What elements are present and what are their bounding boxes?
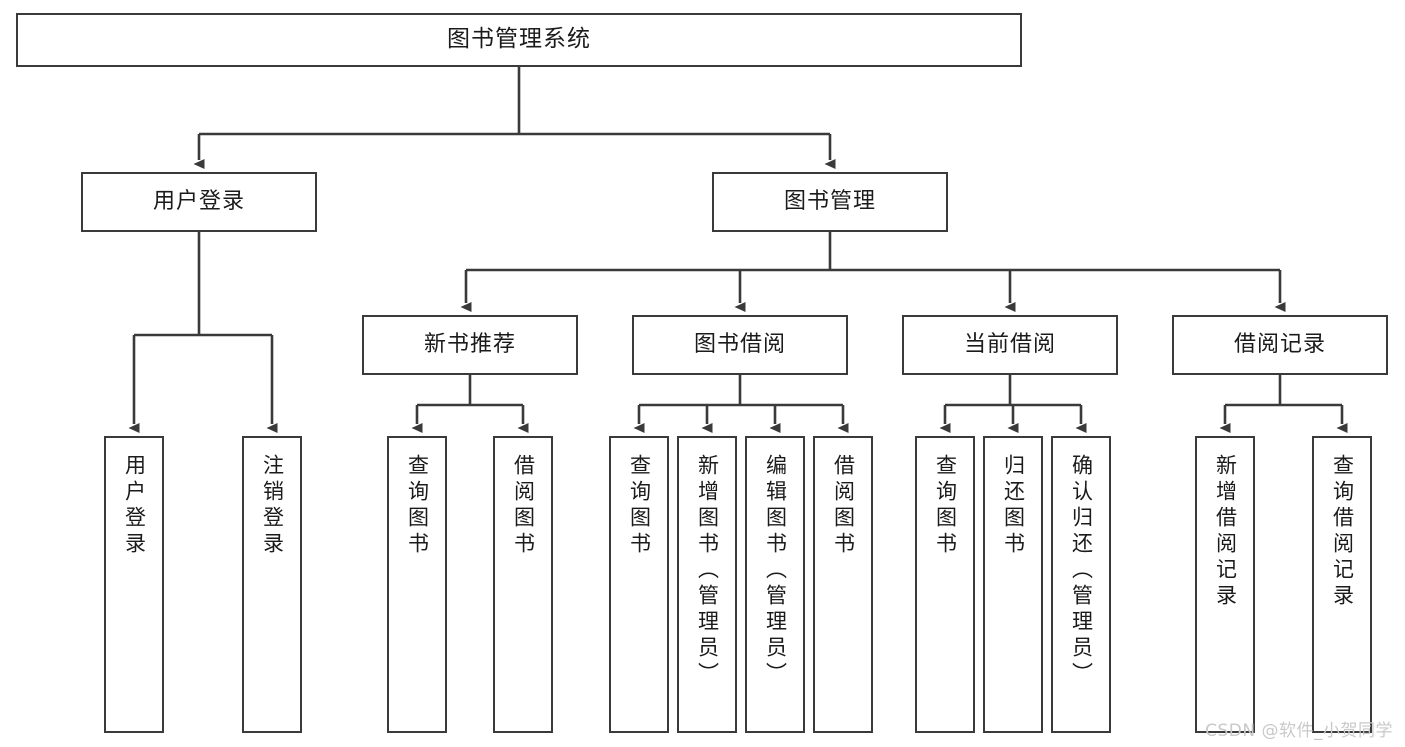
leaf-borrow-record-add[interactable]: 新增借阅记录: [1195, 436, 1255, 733]
leaf-label: 查询图书: [933, 454, 958, 558]
leaf-book-borrow-borrow[interactable]: 借阅图书: [813, 436, 873, 733]
leaf-new-book-borrow[interactable]: 借阅图书: [493, 436, 553, 733]
node-new-book-recommend[interactable]: 新书推荐: [362, 315, 578, 375]
leaf-label: 确认归还（管理员）: [1069, 454, 1094, 688]
node-borrow-record[interactable]: 借阅记录: [1172, 315, 1388, 375]
leaf-current-borrow-return[interactable]: 归还图书: [983, 436, 1043, 733]
leaf-book-borrow-add[interactable]: 新增图书（管理员）: [677, 436, 737, 733]
node-book-management[interactable]: 图书管理: [712, 172, 948, 232]
node-current-borrow[interactable]: 当前借阅: [902, 315, 1118, 375]
leaf-user-login-login[interactable]: 用户登录: [104, 436, 164, 733]
node-user-login[interactable]: 用户登录: [81, 172, 317, 232]
node-book-management-label: 图书管理: [783, 188, 876, 214]
leaf-label: 借阅图书: [511, 454, 536, 558]
leaf-borrow-record-query[interactable]: 查询借阅记录: [1312, 436, 1372, 733]
node-current-borrow-label: 当前借阅: [963, 331, 1056, 357]
leaf-label: 归还图书: [1001, 454, 1026, 558]
leaf-label: 用户登录: [122, 454, 147, 558]
leaf-label: 查询借阅记录: [1330, 454, 1355, 610]
leaf-book-borrow-query[interactable]: 查询图书: [609, 436, 669, 733]
leaf-book-borrow-edit[interactable]: 编辑图书（管理员）: [745, 436, 805, 733]
node-book-borrow[interactable]: 图书借阅: [632, 315, 848, 375]
node-root-label: 图书管理系统: [447, 26, 591, 53]
leaf-label: 新增借阅记录: [1213, 454, 1238, 610]
leaf-current-borrow-confirm-return[interactable]: 确认归还（管理员）: [1051, 436, 1111, 733]
leaf-label: 查询图书: [627, 454, 652, 558]
node-borrow-record-label: 借阅记录: [1233, 331, 1326, 357]
leaf-user-login-logout[interactable]: 注销登录: [242, 436, 302, 733]
node-user-login-label: 用户登录: [152, 188, 245, 214]
node-root[interactable]: 图书管理系统: [16, 13, 1022, 67]
node-book-borrow-label: 图书借阅: [693, 331, 786, 357]
leaf-label: 查询图书: [405, 454, 430, 558]
leaf-new-book-query[interactable]: 查询图书: [387, 436, 447, 733]
node-new-book-recommend-label: 新书推荐: [423, 331, 516, 357]
leaf-current-borrow-query[interactable]: 查询图书: [915, 436, 975, 733]
leaf-label: 借阅图书: [831, 454, 856, 558]
leaf-label: 注销登录: [260, 454, 285, 558]
leaf-label: 新增图书（管理员）: [695, 454, 720, 688]
watermark: CSDN @软件_小贺同学: [1205, 721, 1393, 741]
leaf-label: 编辑图书（管理员）: [763, 454, 788, 688]
